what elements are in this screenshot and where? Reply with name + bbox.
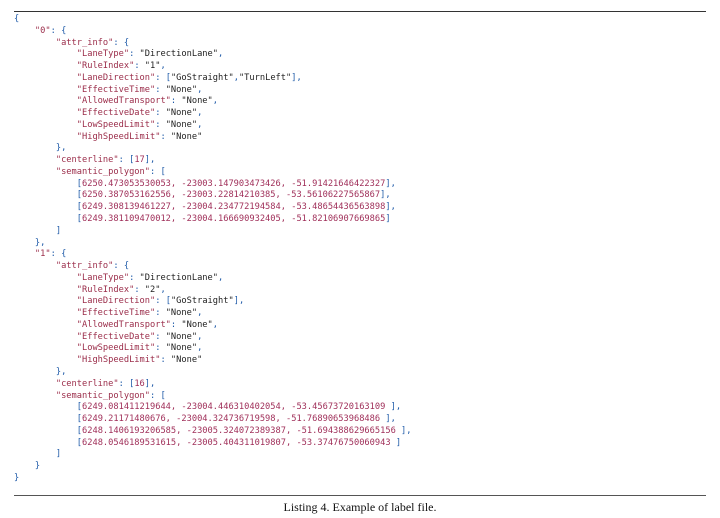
- attr-effectivetime-line: "EffectiveTime": "None",: [76, 84, 203, 95]
- polygon-point-line: [6248.1406193206585, -23005.324072389387…: [76, 425, 412, 436]
- json-code-listing: { "0": { "attr_info": { "LaneType": "Dir…: [14, 14, 412, 485]
- attr-lanetype-line: "LaneType": "DirectionLane",: [76, 272, 224, 283]
- attr-lowspeedlimit-line: "LowSpeedLimit": "None",: [76, 119, 203, 130]
- polygon-point-line: [6249.081411219644, -23004.446310402054,…: [76, 402, 402, 413]
- attr-lanetype-line: "LaneType": "DirectionLane",: [76, 49, 224, 60]
- attr-highspeedlimit-line: "HighSpeedLimit": "None": [76, 131, 203, 142]
- semantic-polygon-key-line: "semantic_polygon": [: [55, 390, 166, 401]
- json-open-brace: {: [14, 14, 20, 24]
- json-close-brace: }: [14, 472, 20, 483]
- polygon-point-line: [6248.0546189531615, -23005.404311019807…: [76, 437, 402, 448]
- polygon-point-line: [6249.381109470012, -23004.166690932405,…: [76, 214, 391, 225]
- attr-effectivedate-line: "EffectiveDate": "None",: [76, 331, 203, 342]
- attr-effectivetime-line: "EffectiveTime": "None",: [76, 308, 203, 319]
- attr-info-key-line: "attr_info": {: [55, 261, 130, 272]
- attr-info-close-line: },: [55, 366, 67, 377]
- bottom-rule: [14, 495, 706, 496]
- attr-ruleindex-line: "RuleIndex": "2",: [76, 284, 166, 295]
- attr-info-key-line: "attr_info": {: [55, 37, 130, 48]
- polygon-point-line: [6250.473053530053, -23003.147903473426,…: [76, 178, 396, 189]
- attr-info-close-line: },: [55, 143, 67, 154]
- attr-lanedirection-line: "LaneDirection": ["GoStraight"],: [76, 296, 245, 307]
- record-key-line: "1": {: [34, 249, 67, 260]
- attr-allowedtransport-line: "AllowedTransport": "None",: [76, 96, 219, 107]
- attr-lanedirection-line: "LaneDirection": ["GoStraight","TurnLeft…: [76, 72, 302, 83]
- attr-effectivedate-line: "EffectiveDate": "None",: [76, 108, 203, 119]
- semantic-polygon-close-line: ]: [55, 225, 62, 236]
- record-key-line: "0": {: [34, 25, 67, 36]
- top-rule: [14, 11, 706, 12]
- attr-lowspeedlimit-line: "LowSpeedLimit": "None",: [76, 343, 203, 354]
- attr-allowedtransport-line: "AllowedTransport": "None",: [76, 319, 219, 330]
- polygon-point-line: [6250.387053162556, -23003.22814210385, …: [76, 190, 391, 201]
- semantic-polygon-close-line: ]: [55, 449, 62, 460]
- attr-ruleindex-line: "RuleIndex": "1",: [76, 61, 166, 72]
- record-close-line: }: [34, 461, 41, 472]
- listing-caption: Listing 4. Example of label file.: [283, 500, 437, 514]
- centerline-line: "centerline": [17],: [55, 155, 156, 166]
- centerline-line: "centerline": [16],: [55, 378, 156, 389]
- polygon-point-line: [6249.21171480676, -23004.324736719598, …: [76, 414, 396, 425]
- semantic-polygon-key-line: "semantic_polygon": [: [55, 166, 166, 177]
- attr-highspeedlimit-line: "HighSpeedLimit": "None": [76, 355, 203, 366]
- polygon-point-line: [6249.308139461227, -23004.234772194584,…: [76, 202, 396, 213]
- record-close-line: },: [34, 237, 46, 248]
